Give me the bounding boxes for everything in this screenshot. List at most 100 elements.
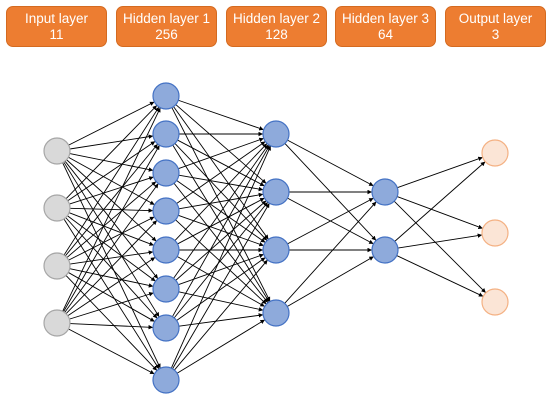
input-neuron-2 <box>43 194 71 222</box>
connection-l1-n7-to-n0 <box>170 145 272 369</box>
connection-l0-n3-to-n2 <box>64 183 159 313</box>
hidden-3-neuron-2 <box>371 236 399 264</box>
hidden-layer-1-box: Hidden layer 1 256 <box>116 6 217 47</box>
input-layer-box: Input layer 11 <box>6 6 107 47</box>
connection-l0-n2-to-n5 <box>69 268 154 288</box>
connection-l0-n2-to-n1 <box>64 143 159 257</box>
connection-l0-n3-to-n0 <box>62 107 161 312</box>
hidden-1-neuron-1 <box>152 82 180 110</box>
hidden-2-neuron-1 <box>262 120 290 148</box>
connection-l0-n2-to-n4 <box>69 250 154 265</box>
connection-l1-n4-to-n1 <box>177 197 265 245</box>
connection-l3-n0-to-n0 <box>397 156 483 189</box>
hidden-1-neuron-6 <box>152 275 180 303</box>
hidden-2-neuron-4 <box>262 299 290 327</box>
hidden-1-neuron-3 <box>152 159 180 187</box>
connection-l1-n6-to-n3 <box>178 313 264 327</box>
connection-l0-n3-to-n4 <box>67 256 156 317</box>
connection-l1-n5-to-n1 <box>175 200 267 281</box>
connection-l0-n3-to-n5 <box>69 292 154 320</box>
connection-l1-n5-to-n3 <box>178 291 264 312</box>
connections-group <box>62 99 487 375</box>
connection-l0-n1-to-n2 <box>69 176 154 205</box>
output-layer-size: 3 <box>491 26 500 42</box>
connection-l1-n7-to-n2 <box>174 259 268 371</box>
output-neuron-2 <box>481 219 509 247</box>
connection-l0-n1-to-n6 <box>65 217 158 319</box>
hidden-layer-2-box: Hidden layer 2 128 <box>226 6 327 47</box>
connection-l0-n3-to-n6 <box>69 323 154 330</box>
connection-l1-n2-to-n1 <box>178 174 264 192</box>
connection-l1-n0-to-n3 <box>171 107 271 302</box>
connection-l3-n1-to-n2 <box>396 255 484 297</box>
connection-l1-n7-to-n3 <box>176 319 266 374</box>
hidden-layer-3-size: 64 <box>377 26 394 42</box>
hidden-1-neuron-8 <box>152 366 180 394</box>
connection-l0-n0-to-n2 <box>69 153 154 172</box>
hidden-2-neuron-3 <box>262 236 290 264</box>
connection-l1-n6-to-n2 <box>176 257 266 321</box>
connection-l0-n3-to-n7 <box>68 328 155 375</box>
connection-l1-n5-to-n2 <box>178 253 264 286</box>
output-neuron-1 <box>481 139 509 167</box>
connection-l1-n2-to-n3 <box>173 182 269 304</box>
connection-l3-n0-to-n2 <box>393 200 487 294</box>
connection-l1-n0-to-n1 <box>175 104 267 184</box>
connection-l0-n3-to-n1 <box>63 145 160 312</box>
input-neuron-1 <box>43 137 71 165</box>
output-layer-title: Output layer <box>458 10 533 26</box>
connection-l2-n0-to-n0 <box>287 139 374 187</box>
output-layer-box: Output layer 3 <box>445 6 546 47</box>
hidden-1-neuron-7 <box>152 314 180 342</box>
connection-l0-n0-to-n6 <box>63 161 160 318</box>
connection-l1-n4-to-n3 <box>177 256 265 307</box>
connection-l3-n0-to-n1 <box>397 196 483 229</box>
hidden-1-neuron-4 <box>152 197 180 225</box>
connection-l1-n2-to-n0 <box>178 137 264 170</box>
connection-l1-n6-to-n0 <box>172 145 270 317</box>
connection-l1-n5-to-n0 <box>173 144 269 279</box>
connection-l0-n2-to-n6 <box>68 272 155 322</box>
connection-l0-n2-to-n3 <box>68 216 155 261</box>
input-neuron-3 <box>43 252 71 280</box>
connection-l0-n2-to-n2 <box>66 181 157 258</box>
hidden-1-neuron-2 <box>152 120 180 148</box>
layer-header-row: Input layer 11 Hidden layer 1 256 Hidden… <box>0 0 550 52</box>
hidden-layer-2-size: 128 <box>265 26 288 42</box>
connection-l1-n1-to-n3 <box>172 144 270 303</box>
connection-l0-n1-to-n1 <box>67 140 156 202</box>
connection-l0-n1-to-n0 <box>65 105 158 199</box>
connection-l1-n1-to-n1 <box>177 139 265 187</box>
hidden-layer-1-title: Hidden layer 1 <box>122 10 211 26</box>
connection-l1-n4-to-n0 <box>174 143 268 241</box>
hidden-2-neuron-2 <box>262 178 290 206</box>
hidden-layer-3-box: Hidden layer 3 64 <box>335 6 436 47</box>
connection-l1-n3-to-n0 <box>176 141 266 204</box>
connection-l0-n2-to-n7 <box>65 275 158 371</box>
connection-l3-n1-to-n1 <box>397 233 483 249</box>
connection-l1-n0-to-n0 <box>178 99 264 131</box>
hidden-layer-3-title: Hidden layer 3 <box>341 10 430 26</box>
connection-l1-n6-to-n1 <box>173 201 269 319</box>
connection-l0-n0-to-n0 <box>68 101 155 146</box>
connection-l0-n0-to-n7 <box>62 162 161 369</box>
hidden-layer-2-title: Hidden layer 2 <box>232 10 321 26</box>
connection-l1-n7-to-n1 <box>172 202 270 370</box>
input-neuron-4 <box>43 309 71 337</box>
connection-l2-n3-to-n1 <box>287 256 374 307</box>
neurons-group <box>43 82 509 394</box>
connection-l0-n2-to-n0 <box>63 106 160 256</box>
hidden-1-neuron-5 <box>152 236 180 264</box>
connection-l0-n1-to-n7 <box>63 218 160 370</box>
connection-l0-n3-to-n3 <box>65 220 158 314</box>
hidden-layer-1-size: 256 <box>155 26 178 42</box>
connection-l1-n3-to-n1 <box>178 192 264 210</box>
input-layer-size: 11 <box>49 26 64 42</box>
connection-l3-n1-to-n0 <box>394 161 486 242</box>
input-layer-title: Input layer <box>24 10 89 26</box>
hidden-3-neuron-1 <box>371 178 399 206</box>
connection-l2-n2-to-n0 <box>287 197 374 245</box>
connection-l1-n3-to-n3 <box>175 219 267 305</box>
output-neuron-3 <box>481 288 509 316</box>
